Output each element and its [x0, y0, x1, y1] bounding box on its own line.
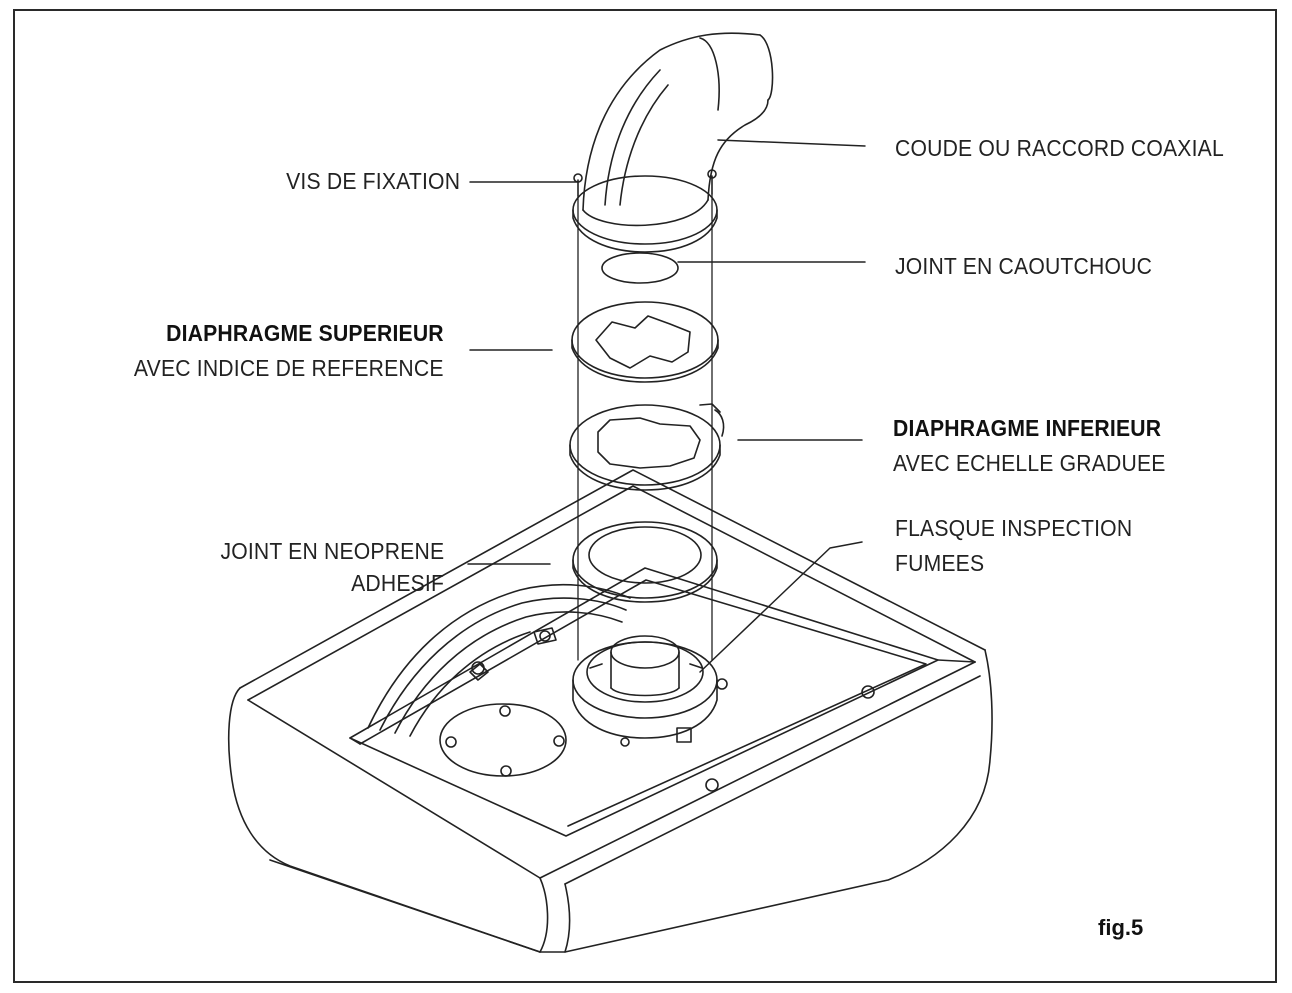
figure-frame: [13, 9, 1277, 983]
label-diaphragme-inferieur-sub: AVEC ECHELLE GRADUEE: [893, 450, 1166, 476]
label-joint-neoprene-line2: ADHESIF: [350, 570, 444, 596]
label-vis-fixation: VIS DE FIXATION: [285, 168, 460, 194]
neoprene-gasket: [572, 521, 718, 603]
label-flasque-line1: FLASQUE INSPECTION: [895, 515, 1133, 541]
casing-screw: [705, 778, 719, 792]
lower-diaphragm: [569, 403, 725, 491]
figure-caption: fig.5: [1098, 915, 1144, 940]
label-diaphragme-superieur-sub: AVEC INDICE DE REFERENCE: [134, 355, 444, 381]
inspection-plate: [439, 703, 567, 777]
rubber-gasket: [601, 252, 679, 284]
clamp-ring: [572, 169, 718, 253]
label-joint-caoutchouc: JOINT EN CAOUTCHOUC: [895, 253, 1153, 279]
upper-diaphragm: [571, 301, 719, 383]
leader-lines: [467, 139, 866, 673]
label-flasque-line2: FUMEES: [895, 550, 985, 576]
label-diaphragme-inferieur-title: DIAPHRAGME INFERIEUR: [893, 415, 1162, 441]
screw-guide-lines: [577, 193, 713, 661]
label-coude: COUDE OU RACCORD COAXIAL: [895, 135, 1224, 161]
flue-inspection-flange: [572, 635, 728, 747]
label-diaphragme-superieur-title: DIAPHRAGME SUPERIEUR: [166, 320, 444, 346]
casing-screw: [861, 685, 875, 699]
boiler-casing: [227, 469, 993, 953]
label-joint-neoprene-line1: JOINT EN NEOPRENE: [220, 538, 444, 564]
coaxial-elbow: [582, 32, 774, 227]
